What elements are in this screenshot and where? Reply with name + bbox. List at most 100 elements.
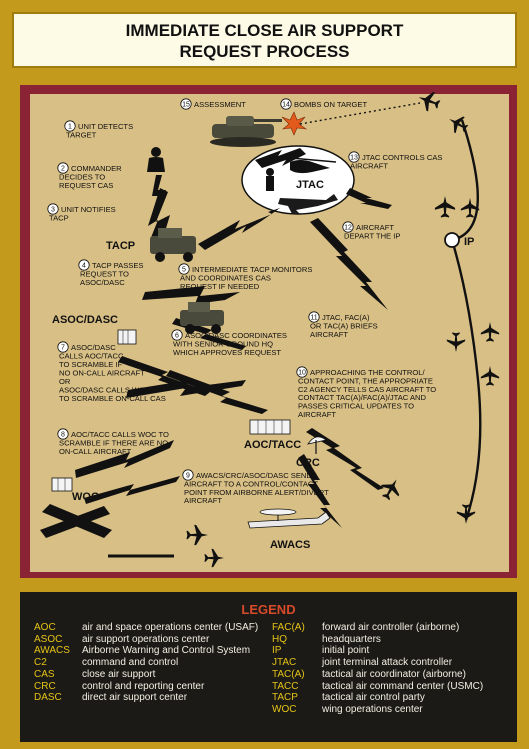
step-number-badge: [308, 311, 320, 323]
legend-definition: close air support: [82, 668, 156, 680]
awacs-label: AWACS: [270, 539, 310, 551]
step-text-line: AIRCRAFT: [184, 496, 222, 505]
jet-icon: [446, 332, 466, 352]
intermediate-vehicle-icon: [180, 302, 224, 334]
tacp-vehicle-icon: [150, 228, 196, 262]
legend-definition: Airborne Warning and Control System: [82, 645, 251, 657]
step-text-line: AIRCRAFT TO A CONTROL/CONTACT: [184, 479, 318, 488]
legend-definition: wing operations center: [322, 703, 423, 715]
asoc-building-icon: [117, 329, 137, 345]
legend-abbr: CRC: [34, 680, 56, 692]
jtac-soldier-icon: [266, 168, 274, 191]
step-number-badge: [57, 428, 69, 440]
step-text-line: COMMANDER: [71, 164, 122, 173]
step-text-line: CONTACT POINT, THE APPROPRIATE: [298, 376, 433, 385]
step-text-line: C2 AGENCY TELLS CAS AIRCRAFT TO: [298, 385, 436, 394]
step-text-line: REQUEST TO: [80, 269, 129, 278]
step-text-line: TO SCRAMBLE ON-CALL CAS: [59, 394, 166, 403]
step-text-line: SCRAMBLE IF THERE ARE NO: [59, 438, 168, 447]
step-number: 8: [61, 431, 65, 438]
step-number: 10: [298, 369, 306, 376]
legend-definition: direct air support center: [82, 692, 188, 704]
jtac-label: JTAC: [296, 179, 324, 191]
step-text-line: AND COORDINATES CAS: [180, 273, 271, 282]
comm-links: [75, 148, 392, 528]
step-number-badge: [178, 263, 190, 275]
step-number: 11: [310, 314, 317, 321]
legend-definition: tactical air control party: [322, 692, 425, 704]
step-text-line: ASSESSMENT: [194, 100, 246, 109]
step-number: 6: [175, 332, 179, 339]
legend-abbr: WOC: [272, 703, 297, 715]
legend-definition: joint terminal attack controller: [322, 657, 453, 669]
title-line-1: IMMEDIATE CLOSE AIR SUPPORT: [125, 21, 404, 40]
legend-right-abbr-column: FAC(A) HQ IP JTAC TAC(A) TACC TACP WOC: [272, 622, 305, 716]
jet-icon: [434, 196, 456, 218]
step-text-line: ASOC/DASC CALLS WOC: [59, 386, 151, 395]
awacs-aircraft-icon: [247, 508, 331, 529]
step-text-line: AIRCRAFT: [298, 410, 336, 419]
step-text-line: APPROACHING THE CONTROL/: [310, 368, 426, 377]
step-text-line: AOC/TACC CALLS WOC TO: [71, 430, 169, 439]
step-text-line: AIRCRAFT: [356, 223, 394, 232]
step-number: 3: [51, 206, 55, 213]
step-number: 7: [61, 344, 65, 351]
step-number-badge: [57, 162, 69, 174]
ip-label: IP: [464, 236, 474, 248]
step-number-badge: [182, 469, 194, 481]
woc-building-icon: [51, 477, 73, 492]
step-text-line: TO SCRAMBLE IF: [59, 360, 123, 369]
legend-abbr: HQ: [272, 633, 287, 645]
step-text-line: DECIDES TO: [59, 172, 105, 181]
step-text-line: INTERMEDIATE TACP MONITORS: [192, 265, 312, 274]
legend-definition: control and reporting center: [82, 680, 205, 692]
step-text-line: BOMBS ON TARGET: [294, 100, 367, 109]
jet-icon: [456, 504, 476, 524]
ip-marker: [444, 232, 460, 248]
step-number: 9: [186, 472, 190, 479]
legend-abbr: C2: [34, 657, 47, 669]
runway-icon: [40, 504, 112, 538]
legend-definition: command and control: [82, 657, 179, 669]
step-text-line: ASOC/DASC: [71, 343, 116, 352]
step-number: 12: [344, 224, 352, 231]
step-text-line: WITH SENIOR GROUND HQ: [173, 339, 273, 348]
crc-radar-icon: [307, 436, 327, 454]
step-text-line: UNIT NOTIFIES: [61, 205, 116, 214]
title-box: IMMEDIATE CLOSE AIR SUPPORT REQUEST PROC…: [12, 12, 517, 68]
legend-definition: initial point: [322, 645, 370, 657]
step-text-line: PASSES CRITICAL UPDATES TO: [298, 402, 414, 411]
step-number-badge: [348, 151, 360, 163]
step-text-line: CONTACT TAC(A)/FAC(A)/JTAC AND: [298, 393, 426, 402]
legend-abbr: ASOC: [34, 633, 63, 645]
step-number: 4: [82, 262, 86, 269]
legend-abbr: JTAC: [272, 657, 297, 669]
step-text-line: AIRCRAFT: [310, 330, 348, 339]
step-number-badge: [47, 203, 59, 215]
step-text-line: TACP PASSES: [92, 261, 144, 270]
process-diagram: JTAC TACP ASOC/DASC: [40, 87, 500, 568]
title-line-2: REQUEST PROCESS: [179, 42, 350, 61]
legend-abbr: IP: [272, 645, 282, 657]
legend-definition: air support operations center: [82, 633, 210, 645]
legend-abbr: TACP: [272, 692, 298, 704]
legend-left-def-column: air and space operations center (USAF) a…: [82, 622, 258, 704]
flight-path: [450, 119, 482, 521]
step-number: 5: [182, 266, 186, 273]
tacp-label: TACP: [106, 240, 135, 252]
step-text-line: REQUEST CAS: [59, 181, 113, 190]
legend-abbr: TAC(A): [272, 668, 305, 680]
step-text-line: JTAC CONTROLS CAS: [362, 153, 442, 162]
jet-icon: [204, 548, 224, 568]
step-number-badge: [180, 98, 192, 110]
step-text-line: JTAC, FAC(A): [322, 313, 370, 322]
legend-abbr: AWACS: [34, 645, 70, 657]
step-text-line: REQUEST IF NEEDED: [180, 282, 260, 291]
jet-icon: [415, 87, 443, 115]
legend-abbr: DASC: [34, 692, 62, 704]
step-text-line: WHICH APPROVES REQUEST: [173, 348, 281, 357]
step-number-badge: [78, 259, 90, 271]
step-number: 15: [182, 101, 190, 108]
legend-abbr: CAS: [34, 668, 55, 680]
